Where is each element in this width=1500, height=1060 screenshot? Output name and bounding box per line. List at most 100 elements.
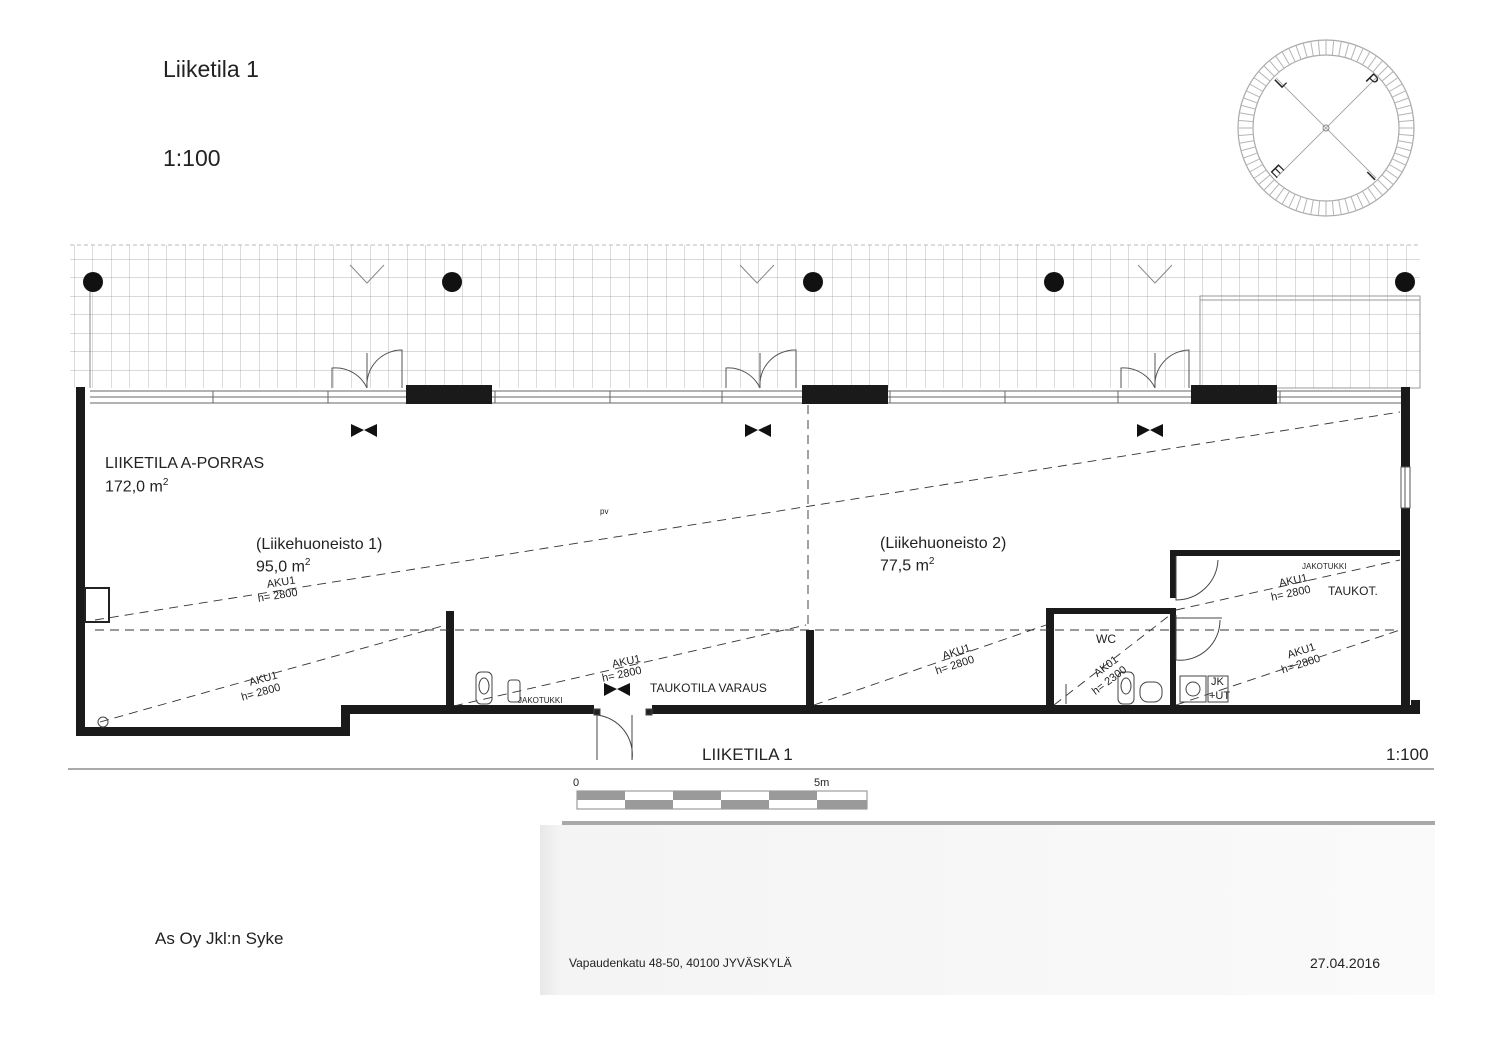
compass-tick bbox=[1350, 196, 1357, 211]
scale-bar-start: 0 bbox=[573, 777, 580, 789]
compass-tick bbox=[1367, 187, 1377, 201]
room-wc-label: WC bbox=[1096, 632, 1116, 646]
compass-tick bbox=[1310, 199, 1314, 215]
compass-rose bbox=[1237, 39, 1415, 217]
unit1-area-value: 95,0 m bbox=[256, 558, 305, 576]
compass-tick bbox=[1385, 169, 1399, 179]
unit2-label: (Liikehuoneisto 2) bbox=[880, 535, 1007, 552]
area-superscript: 2 bbox=[162, 477, 169, 488]
area-superscript: 2 bbox=[928, 556, 935, 567]
compass-tick bbox=[1362, 190, 1371, 205]
drawing-title: Liiketila 1 bbox=[163, 56, 259, 82]
facade-glazing bbox=[90, 385, 1405, 404]
client-name: As Oy Jkl:n Syke bbox=[155, 929, 284, 948]
compass-tick bbox=[1381, 71, 1394, 82]
inner-doors bbox=[1175, 556, 1222, 661]
space-area-value: 172,0 m bbox=[105, 478, 163, 496]
compass-tick bbox=[1388, 164, 1403, 173]
compass-tick bbox=[1381, 174, 1394, 185]
compass-tick bbox=[1356, 193, 1364, 208]
compass-tick bbox=[1344, 42, 1350, 58]
titleblock bbox=[540, 825, 1435, 995]
compass-tick bbox=[1238, 119, 1254, 123]
interior-walls bbox=[446, 550, 1400, 707]
compass-tick bbox=[1367, 55, 1377, 69]
compass-tick bbox=[1240, 146, 1256, 152]
property-address: Vapaudenkatu 48-50, 40100 JYVÄSKYLÄ bbox=[569, 956, 792, 970]
compass-tick bbox=[1239, 112, 1255, 116]
compass-tick bbox=[1295, 45, 1302, 60]
compass-tick bbox=[1377, 179, 1389, 191]
compass-tick bbox=[1350, 45, 1357, 60]
compass-tick bbox=[1302, 42, 1308, 58]
compass-tick bbox=[1317, 200, 1321, 216]
compass-tick bbox=[1302, 198, 1308, 214]
compass-tick bbox=[1269, 183, 1280, 196]
compass-tick bbox=[1249, 83, 1264, 92]
compass-tick bbox=[1338, 41, 1342, 57]
compass-tick bbox=[1263, 179, 1275, 191]
entrance-markers bbox=[351, 424, 1163, 696]
unit1-area: 95,0 m2 bbox=[256, 557, 310, 576]
compass-tick bbox=[1396, 146, 1412, 152]
compass-tick bbox=[1275, 187, 1285, 201]
compass-tick bbox=[1394, 97, 1409, 104]
compass-tick bbox=[1243, 152, 1258, 159]
compass-tick bbox=[1344, 198, 1350, 214]
compass-tick bbox=[1288, 48, 1296, 63]
compass-tick bbox=[1338, 199, 1342, 215]
compass-tick bbox=[1394, 152, 1409, 159]
unit2-area-value: 77,5 m bbox=[880, 557, 929, 575]
fixtures bbox=[475, 671, 1229, 705]
drawing-date: 27.04.2016 bbox=[1310, 955, 1381, 971]
compass-tick bbox=[1258, 71, 1271, 82]
compass-tick bbox=[1397, 112, 1413, 116]
manifold-label-left: JAKOTUKKI bbox=[518, 696, 563, 705]
compass-tick bbox=[1253, 169, 1267, 179]
compass-tick bbox=[1239, 140, 1255, 144]
compass-tick bbox=[1310, 41, 1314, 57]
compass-tick bbox=[1331, 200, 1335, 216]
ut-label: +UT bbox=[1209, 690, 1231, 702]
space-label: LIIKETILA A-PORRAS bbox=[105, 455, 265, 472]
exterior-walls bbox=[76, 387, 1420, 736]
unit1-label: (Liikehuoneisto 1) bbox=[256, 536, 383, 553]
scale-bar-end: 5m bbox=[814, 777, 830, 789]
compass-tick bbox=[1238, 133, 1254, 137]
jk-label: JK bbox=[1211, 676, 1224, 688]
plan-footer-label: LIIKETILA 1 bbox=[702, 745, 793, 764]
compass-tick bbox=[1240, 104, 1256, 110]
compass-tick bbox=[1388, 83, 1403, 92]
compass-tick bbox=[1295, 196, 1302, 211]
compass-tick bbox=[1281, 190, 1290, 205]
service-door bbox=[593, 708, 653, 761]
compass-tick bbox=[1377, 65, 1389, 77]
compass-tick bbox=[1398, 119, 1414, 123]
titleblock-top-line bbox=[562, 821, 1435, 827]
compass-tick bbox=[1372, 183, 1383, 196]
manifold-label-right: JAKOTUKKI bbox=[1302, 562, 1347, 571]
compass-tick bbox=[1275, 55, 1285, 69]
compass-tick bbox=[1288, 193, 1296, 208]
compass-tick bbox=[1249, 164, 1264, 173]
room-taukot-label: TAUKOT. bbox=[1328, 584, 1378, 598]
compass-tick bbox=[1246, 90, 1261, 98]
scale-bar bbox=[576, 790, 868, 810]
compass-tick bbox=[1356, 48, 1364, 63]
ventilation-label: pv bbox=[600, 507, 609, 516]
compass-tick bbox=[1391, 158, 1406, 166]
terrace-tiles bbox=[70, 245, 1420, 388]
area-superscript: 2 bbox=[304, 557, 311, 568]
compass-tick bbox=[1398, 133, 1414, 137]
compass-tick bbox=[1372, 60, 1383, 73]
compass-tick bbox=[1269, 60, 1280, 73]
drawing-scale: 1:100 bbox=[163, 145, 221, 171]
compass-tick bbox=[1317, 40, 1321, 56]
compass-tick bbox=[1362, 51, 1371, 66]
compass-tick bbox=[1246, 158, 1261, 166]
room-taukotila-label: TAUKOTILA VARAUS bbox=[650, 681, 767, 695]
compass-tick bbox=[1397, 140, 1413, 144]
compass-tick bbox=[1331, 40, 1335, 56]
